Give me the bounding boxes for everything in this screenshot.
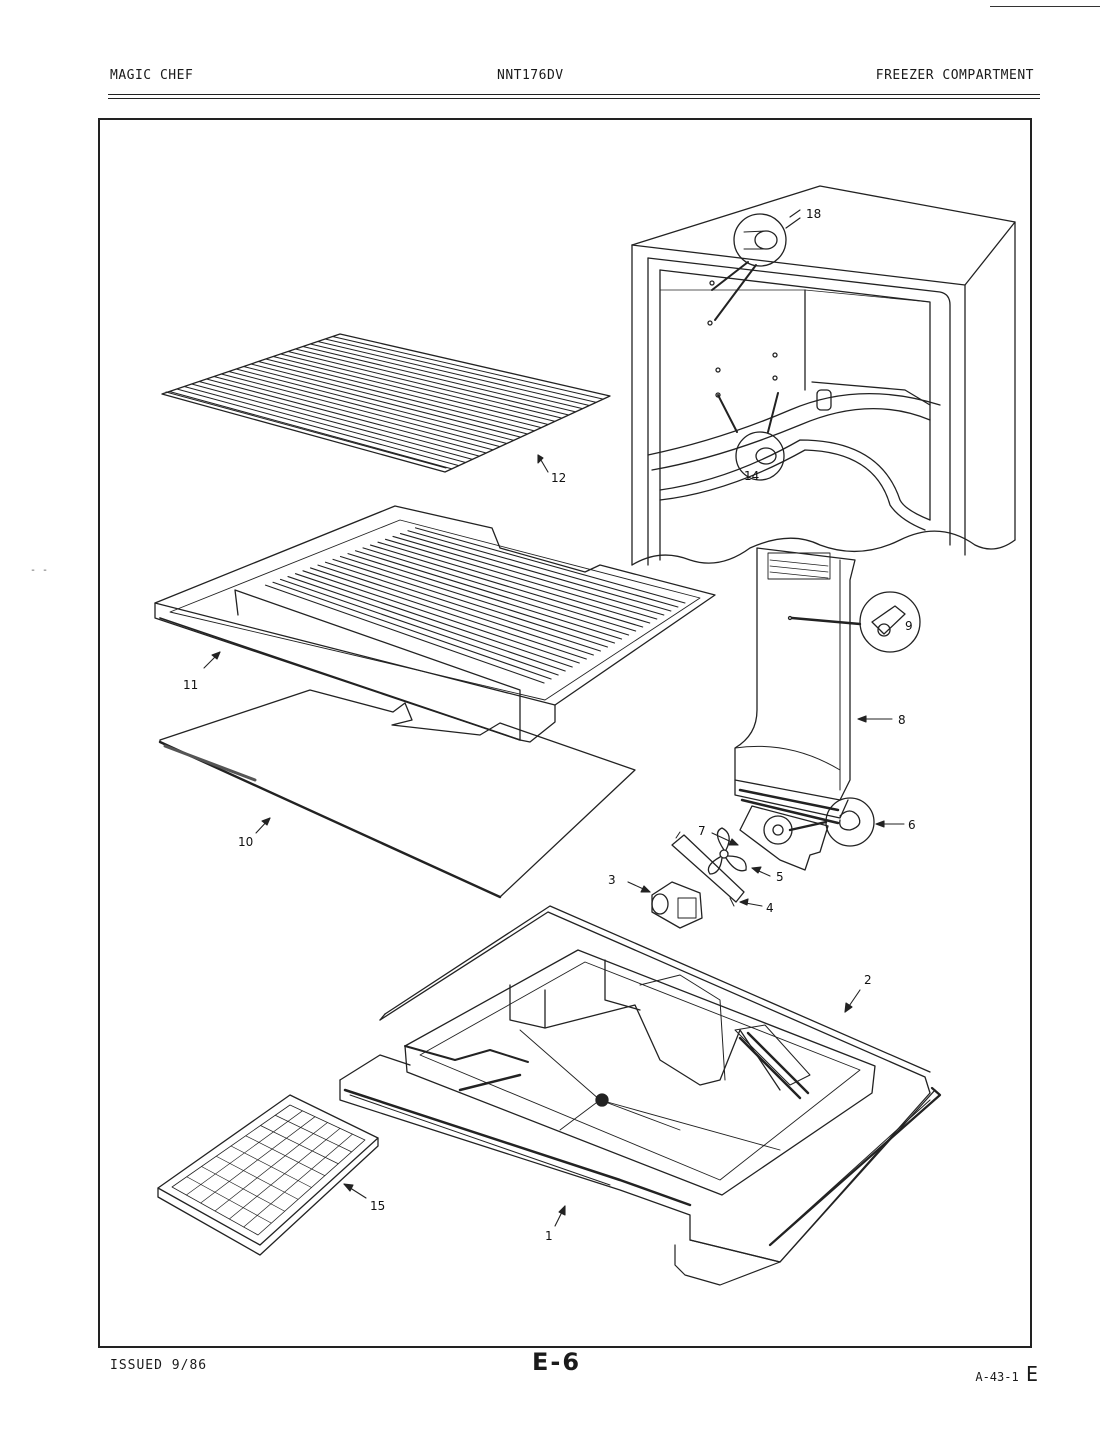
- callout-5: 5: [776, 870, 784, 884]
- leader-arrows: [203, 209, 905, 1227]
- detail-bubble-18: [711, 213, 801, 321]
- shelf-rib: [362, 547, 637, 632]
- freezer-liner-pan: [379, 905, 931, 1263]
- callout-10: 10: [238, 835, 253, 849]
- fan-blade: [707, 827, 747, 875]
- detail-bubble-6: [788, 797, 875, 847]
- shelf-wire: [183, 386, 467, 463]
- callout-3: 3: [608, 873, 616, 887]
- callout-1: 1: [545, 1229, 553, 1243]
- shelf-wire: [213, 376, 494, 451]
- freezer-cabinet: [631, 185, 1016, 566]
- callout-11: 11: [183, 678, 198, 692]
- header-rule-thin: [108, 98, 1040, 99]
- tray-divider: [228, 1127, 341, 1220]
- callout-7: 7: [698, 824, 706, 838]
- shelf-rib: [392, 535, 665, 616]
- section-title: FREEZER COMPARTMENT: [875, 68, 1034, 83]
- shelf-wire: [287, 351, 563, 419]
- shelf-rib: [302, 570, 580, 664]
- shelf-wire: [280, 353, 556, 422]
- shelf-wire: [317, 341, 590, 406]
- issued-date: ISSUED 9/86: [110, 1358, 208, 1373]
- brand-label: MAGIC CHEF: [110, 68, 194, 83]
- callout-18: 18: [806, 207, 821, 221]
- motor-bracket: [671, 831, 745, 907]
- air-duct: [734, 547, 856, 825]
- shelf-wire: [235, 368, 515, 441]
- shelf-wire: [243, 366, 522, 438]
- detail-bubble-14: [717, 392, 785, 481]
- shelf-wire: [324, 338, 597, 403]
- shelf-rib: [339, 555, 616, 644]
- shelf-wire: [191, 383, 473, 460]
- shelf-wire: [168, 391, 453, 470]
- shelf-wire: [295, 348, 570, 416]
- freezer-base-frame: [339, 1054, 942, 1286]
- page-number: E-6: [532, 1348, 582, 1376]
- shelf-rib: [399, 533, 672, 612]
- shelf-rib: [377, 541, 651, 624]
- shelf-rib: [332, 558, 609, 648]
- shelf-liner: [158, 689, 636, 899]
- shelf-wire: [265, 358, 542, 429]
- freezer-shelf: [154, 505, 716, 743]
- shelf-wire: [302, 346, 577, 413]
- shelf-rib: [279, 578, 559, 676]
- shelf-wire: [332, 336, 604, 400]
- shelf-rib: [264, 584, 545, 684]
- header-rule: [108, 94, 1040, 95]
- callout-15: 15: [370, 1199, 385, 1213]
- shelf-rib: [324, 561, 601, 652]
- drawing-code-number: A-43-1: [975, 1370, 1019, 1384]
- shelf-wire: [257, 361, 535, 432]
- shelf-wire: [176, 388, 460, 467]
- callout-6: 6: [908, 818, 916, 832]
- tray-divider: [200, 1116, 316, 1204]
- callout-2: 2: [864, 973, 872, 987]
- shelf-rib: [369, 544, 644, 628]
- tray-divider: [214, 1122, 328, 1212]
- margin-mark: - -: [30, 565, 49, 576]
- tray-divider: [185, 1110, 303, 1196]
- drawing-code: A-43-1 E: [975, 1362, 1038, 1386]
- shelf-wire: [198, 381, 480, 457]
- shelf-rib: [347, 553, 623, 640]
- top-edge-mark: [990, 6, 1100, 7]
- callout-9: 9: [905, 619, 913, 633]
- tray-divider: [243, 1133, 353, 1228]
- shelf-rib: [309, 567, 587, 660]
- shelf-wire: [250, 363, 528, 435]
- shelf-rib: [414, 527, 686, 604]
- diagram-frame: [98, 118, 1032, 1348]
- callout-4: 4: [766, 901, 774, 915]
- model-number: NNT176DV: [497, 68, 564, 83]
- callout-14: 14: [744, 469, 759, 483]
- fan-bracket: [739, 805, 829, 871]
- callout-8: 8: [898, 713, 906, 727]
- shelf-rib: [384, 538, 658, 620]
- shelf-wire: [228, 371, 508, 444]
- shelf-wire: [220, 373, 501, 448]
- callout-12: 12: [551, 471, 566, 485]
- shelf-rib: [287, 575, 566, 672]
- shelf-rib: [272, 581, 552, 680]
- shelf-wire: [309, 343, 583, 410]
- shelf-rib: [354, 550, 630, 636]
- detail-bubble-9: [790, 591, 921, 653]
- shelf-rib: [294, 573, 573, 668]
- drawing-code-suffix: E: [1025, 1362, 1038, 1386]
- shelf-wire: [206, 378, 487, 454]
- shelf-rib: [317, 564, 594, 656]
- fan-motor: [651, 881, 703, 929]
- shelf-rib: [407, 530, 679, 608]
- shelf-wire: [272, 356, 549, 425]
- ice-tray: [157, 1094, 379, 1256]
